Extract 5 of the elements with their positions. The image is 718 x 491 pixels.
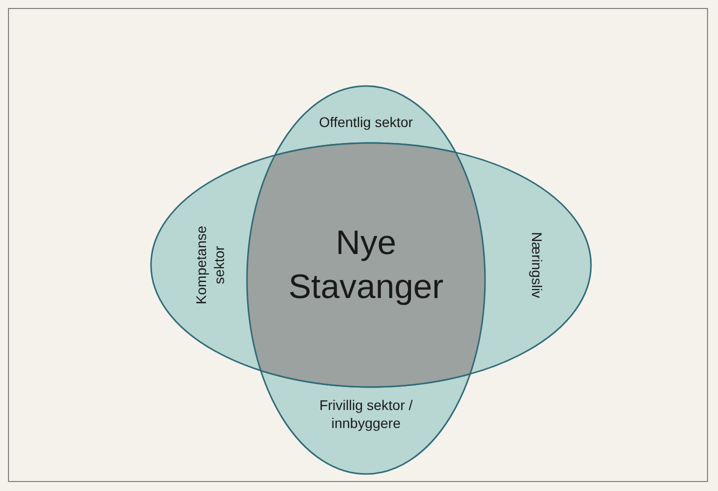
ellipse-label: Offentlig sektor [318,113,414,131]
center-title: Nye Stavanger [288,223,444,308]
ellipse-label: Næringsliv [528,230,546,300]
ellipse-label: Frivillig sektor / innbyggere [318,396,414,432]
ellipse-label: Kompetanse sektor [192,224,228,306]
